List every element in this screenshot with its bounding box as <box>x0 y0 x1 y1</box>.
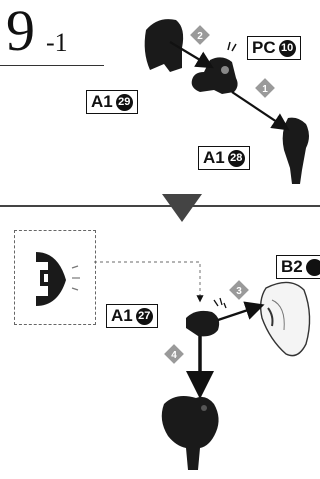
step-4-label: 4 <box>171 350 177 361</box>
b2-slot <box>267 307 274 327</box>
label-b2: B2 <box>276 255 320 279</box>
step-number: 9 <box>6 0 35 63</box>
next-step-arrow <box>162 194 202 222</box>
arrow-step-1 <box>231 91 290 131</box>
step-1-label: 1 <box>262 84 268 95</box>
click-mark-top <box>227 41 237 52</box>
click-mark-a1-27 <box>213 297 227 309</box>
part-a1-28-shape <box>282 117 309 184</box>
detail-cutaway <box>36 252 66 306</box>
label-b2-number <box>305 258 320 276</box>
label-b2-code: B2 <box>281 257 303 276</box>
arrow-step-3 <box>217 301 265 322</box>
step-3-label: 3 <box>236 286 242 297</box>
label-a1-29-code: A1 <box>91 92 113 111</box>
detail-leader <box>94 261 204 303</box>
label-a1-27: A1 27 <box>106 304 158 328</box>
part-a1-29-shape <box>144 19 184 72</box>
detail-click-marks <box>71 265 80 291</box>
arrow-step-2 <box>169 41 214 69</box>
step-4-diamond: 4 <box>164 344 184 364</box>
part-b2-shape <box>259 281 311 357</box>
label-a1-28: A1 28 <box>198 146 250 170</box>
label-pc-10-number: 10 <box>278 39 296 57</box>
step-2-diamond: 2 <box>190 25 210 45</box>
part-pc10-shape <box>191 57 238 94</box>
step-2-label: 2 <box>197 31 203 42</box>
section-divider <box>0 205 320 207</box>
assembled-part-shape <box>161 396 219 470</box>
label-a1-27-code: A1 <box>111 306 133 325</box>
label-a1-28-code: A1 <box>203 148 225 167</box>
label-a1-27-number: 27 <box>135 307 153 325</box>
assembled-detail <box>201 405 207 411</box>
label-a1-29: A1 29 <box>86 90 138 114</box>
label-pc-10-code: PC <box>252 38 276 57</box>
label-pc-10: PC 10 <box>247 36 301 60</box>
detail-callout-box <box>14 230 96 325</box>
label-a1-28-number: 28 <box>227 149 245 167</box>
step-underline <box>0 65 104 66</box>
step-substep: -1 <box>46 28 68 57</box>
part-a1-27-shape <box>186 310 220 337</box>
b2-inner-edge <box>271 299 285 331</box>
step-3-diamond: 3 <box>229 280 249 300</box>
label-a1-29-number: 29 <box>115 93 133 111</box>
pc10-socket <box>221 66 229 74</box>
step-1-diamond: 1 <box>255 78 275 98</box>
